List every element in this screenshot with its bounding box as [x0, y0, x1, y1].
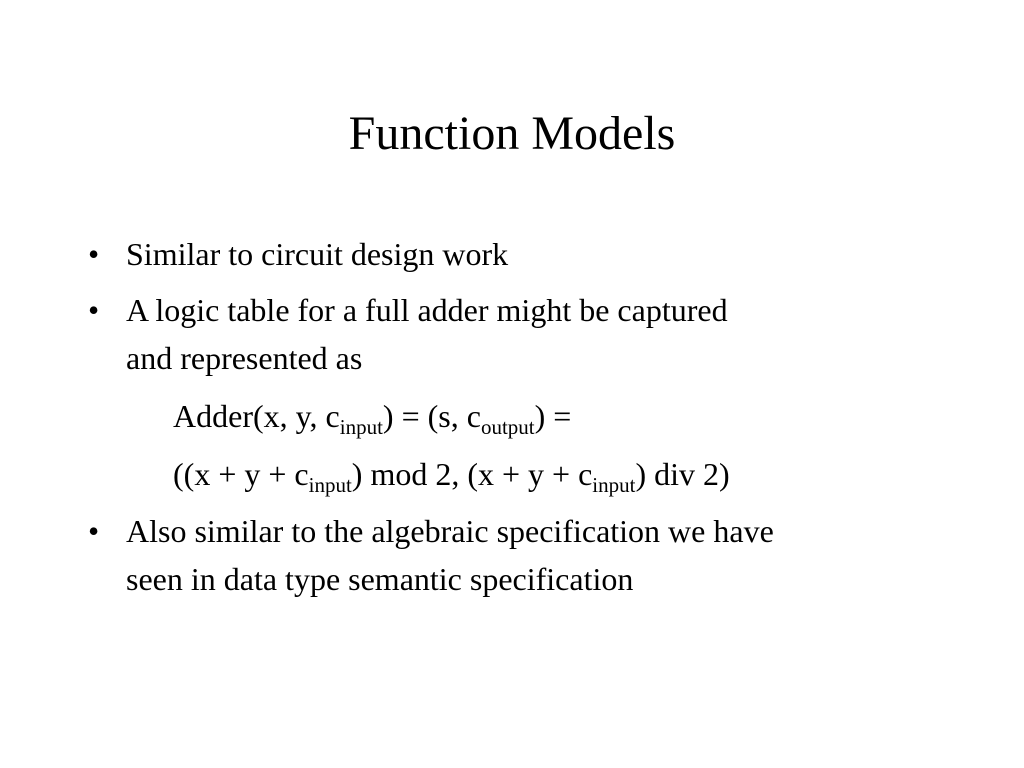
bullet-item-3-line-1: Also similar to the algebraic specificat… [126, 513, 774, 549]
equation-subscript: input [308, 473, 352, 497]
bullet-marker: • [88, 236, 100, 272]
equation-text: ) = (s, c [382, 398, 481, 434]
bullet-marker: • [88, 513, 100, 549]
equation-subscript: output [480, 415, 535, 439]
bullet-item-2-line-2: and represented as [126, 340, 363, 376]
equation-text: ((x + y + c [173, 456, 309, 492]
equation-text: ) = [534, 398, 572, 434]
bullet-item-1: Similar to circuit design work [126, 236, 509, 272]
bullet-item-3-line-2: seen in data type semantic specification [126, 561, 634, 597]
bullet-marker: • [88, 292, 100, 328]
equation-subscript: input [339, 415, 383, 439]
equation-subscript: input [592, 473, 636, 497]
slide-title: Function Models [348, 107, 676, 160]
adder-equation-line-1: Adder(x, y, cinput) = (s, coutput) = [173, 396, 572, 439]
equation-text: ) mod 2, (x + y + c [351, 456, 593, 492]
equation-text: Adder(x, y, c [173, 398, 340, 434]
bullet-item-2-line-1: A logic table for a full adder might be … [126, 292, 728, 328]
adder-equation-line-2: ((x + y + cinput) mod 2, (x + y + cinput… [173, 454, 730, 497]
equation-text: ) div 2) [635, 456, 730, 492]
